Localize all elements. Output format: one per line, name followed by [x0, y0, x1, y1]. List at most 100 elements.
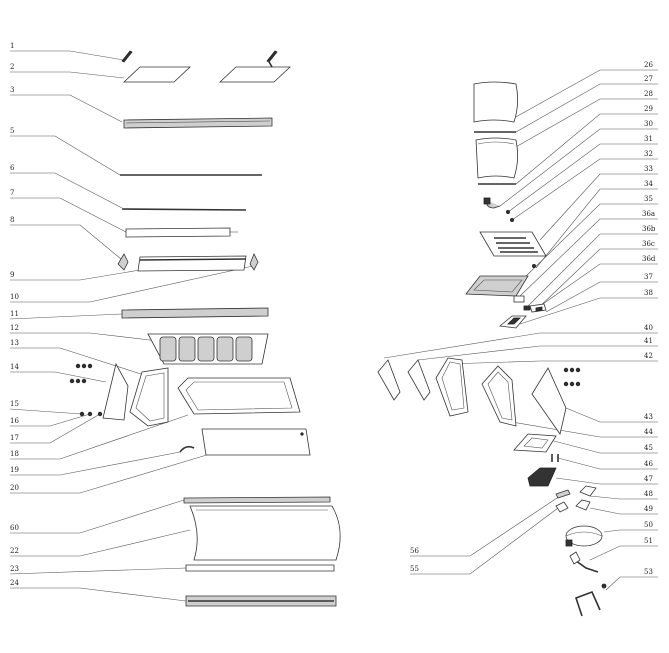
leader-42 [445, 360, 658, 365]
pan-2 [178, 336, 196, 362]
screw [563, 367, 569, 373]
label-36b: 36b [642, 225, 656, 233]
label-34: 34 [644, 180, 653, 188]
part-12-pans [159, 336, 253, 362]
screws-left [69, 363, 103, 417]
leader-29 [515, 113, 658, 185]
part-18-tray [177, 377, 301, 415]
screw-16 [87, 411, 93, 417]
label-28: 28 [644, 90, 653, 98]
part-42-side-frame [435, 357, 469, 417]
part-32 [509, 217, 514, 222]
leader-19 [10, 451, 181, 476]
part-9-edge [139, 258, 247, 261]
screw-15 [79, 411, 85, 417]
label-46: 46 [644, 460, 653, 468]
pan-5 [235, 336, 253, 362]
label-33: 33 [644, 165, 653, 173]
label-17: 17 [10, 434, 19, 442]
label-15: 15 [10, 400, 19, 408]
leader-36b [527, 233, 658, 307]
label-36d: 36d [642, 255, 656, 263]
leader-36d [539, 263, 658, 307]
label-7: 7 [10, 189, 14, 197]
part-47-heater [527, 467, 557, 487]
label-29: 29 [644, 105, 653, 113]
screw [569, 381, 575, 387]
leader-23 [9, 567, 187, 575]
label-45: 45 [644, 444, 653, 452]
part-34 [532, 263, 537, 268]
label-13: 13 [10, 339, 19, 347]
label-35: 35 [644, 195, 653, 203]
part-13-side-frame [129, 367, 169, 427]
leader-8 [10, 224, 122, 260]
label-43: 43 [644, 413, 653, 421]
part-2-panel-b [218, 66, 292, 83]
label-18: 18 [10, 450, 19, 458]
leader-34 [535, 188, 658, 269]
part-18-inner [185, 381, 293, 411]
part-45-bracket [513, 433, 557, 453]
part-6-bar [121, 208, 247, 211]
leader-16 [10, 413, 91, 427]
label-36a: 36a [642, 210, 655, 218]
leader-43 [565, 407, 658, 423]
leader-1 [10, 50, 125, 61]
right-parts [377, 81, 607, 617]
right-part-labels: 26 27 28 29 30 31 32 33 34 35 36a 36b 36… [410, 61, 656, 576]
label-30: 30 [644, 120, 653, 128]
screw [69, 378, 75, 384]
screw [569, 367, 575, 373]
part-56 [555, 489, 571, 499]
part-8-endcap [117, 253, 129, 271]
leader-37 [545, 281, 658, 313]
leader-24 [10, 587, 187, 602]
label-12: 12 [10, 324, 19, 332]
label-6: 6 [10, 164, 15, 172]
label-55: 55 [410, 565, 419, 573]
part-1-clip-a [121, 50, 133, 63]
leader-17 [10, 413, 101, 444]
leader-3 [10, 94, 123, 123]
part-35-inner [473, 279, 523, 293]
part-26-curved-panel [473, 81, 518, 123]
part-51-body [569, 551, 581, 565]
part-3-rail [123, 117, 273, 129]
leader-6 [10, 172, 123, 209]
leader-10 [10, 265, 254, 303]
leader-41 [417, 345, 658, 361]
leader-20 [10, 450, 221, 494]
leader-28 [513, 98, 658, 149]
label-47: 47 [644, 475, 653, 483]
screw [81, 363, 87, 369]
part-3-groove [125, 120, 271, 124]
leader-2 [10, 71, 125, 79]
label-44: 44 [644, 428, 653, 436]
screw [75, 363, 81, 369]
leader-56 [410, 495, 561, 557]
label-38: 38 [644, 289, 653, 297]
pan-4 [216, 336, 234, 362]
part-14-side-glass [102, 362, 129, 421]
part-43-side-glass [531, 367, 567, 435]
label-60: 60 [10, 524, 19, 532]
part-2-panel-a [122, 66, 192, 83]
leader-14 [10, 371, 107, 383]
leader-38 [519, 297, 658, 325]
screw [81, 378, 87, 384]
screws-right [563, 367, 581, 387]
label-49: 49 [644, 505, 653, 513]
leader-44 [499, 419, 658, 438]
part-36d [535, 306, 543, 312]
part-23-rail [185, 564, 335, 572]
part-7-tube [125, 227, 231, 238]
leader-7 [10, 197, 127, 233]
screw-17 [97, 411, 103, 417]
part-20-hole [300, 432, 304, 436]
right-leader-lines [383, 69, 658, 591]
label-2: 2 [10, 63, 14, 71]
part-40-side-glass [377, 359, 401, 401]
part-36b [523, 305, 531, 311]
